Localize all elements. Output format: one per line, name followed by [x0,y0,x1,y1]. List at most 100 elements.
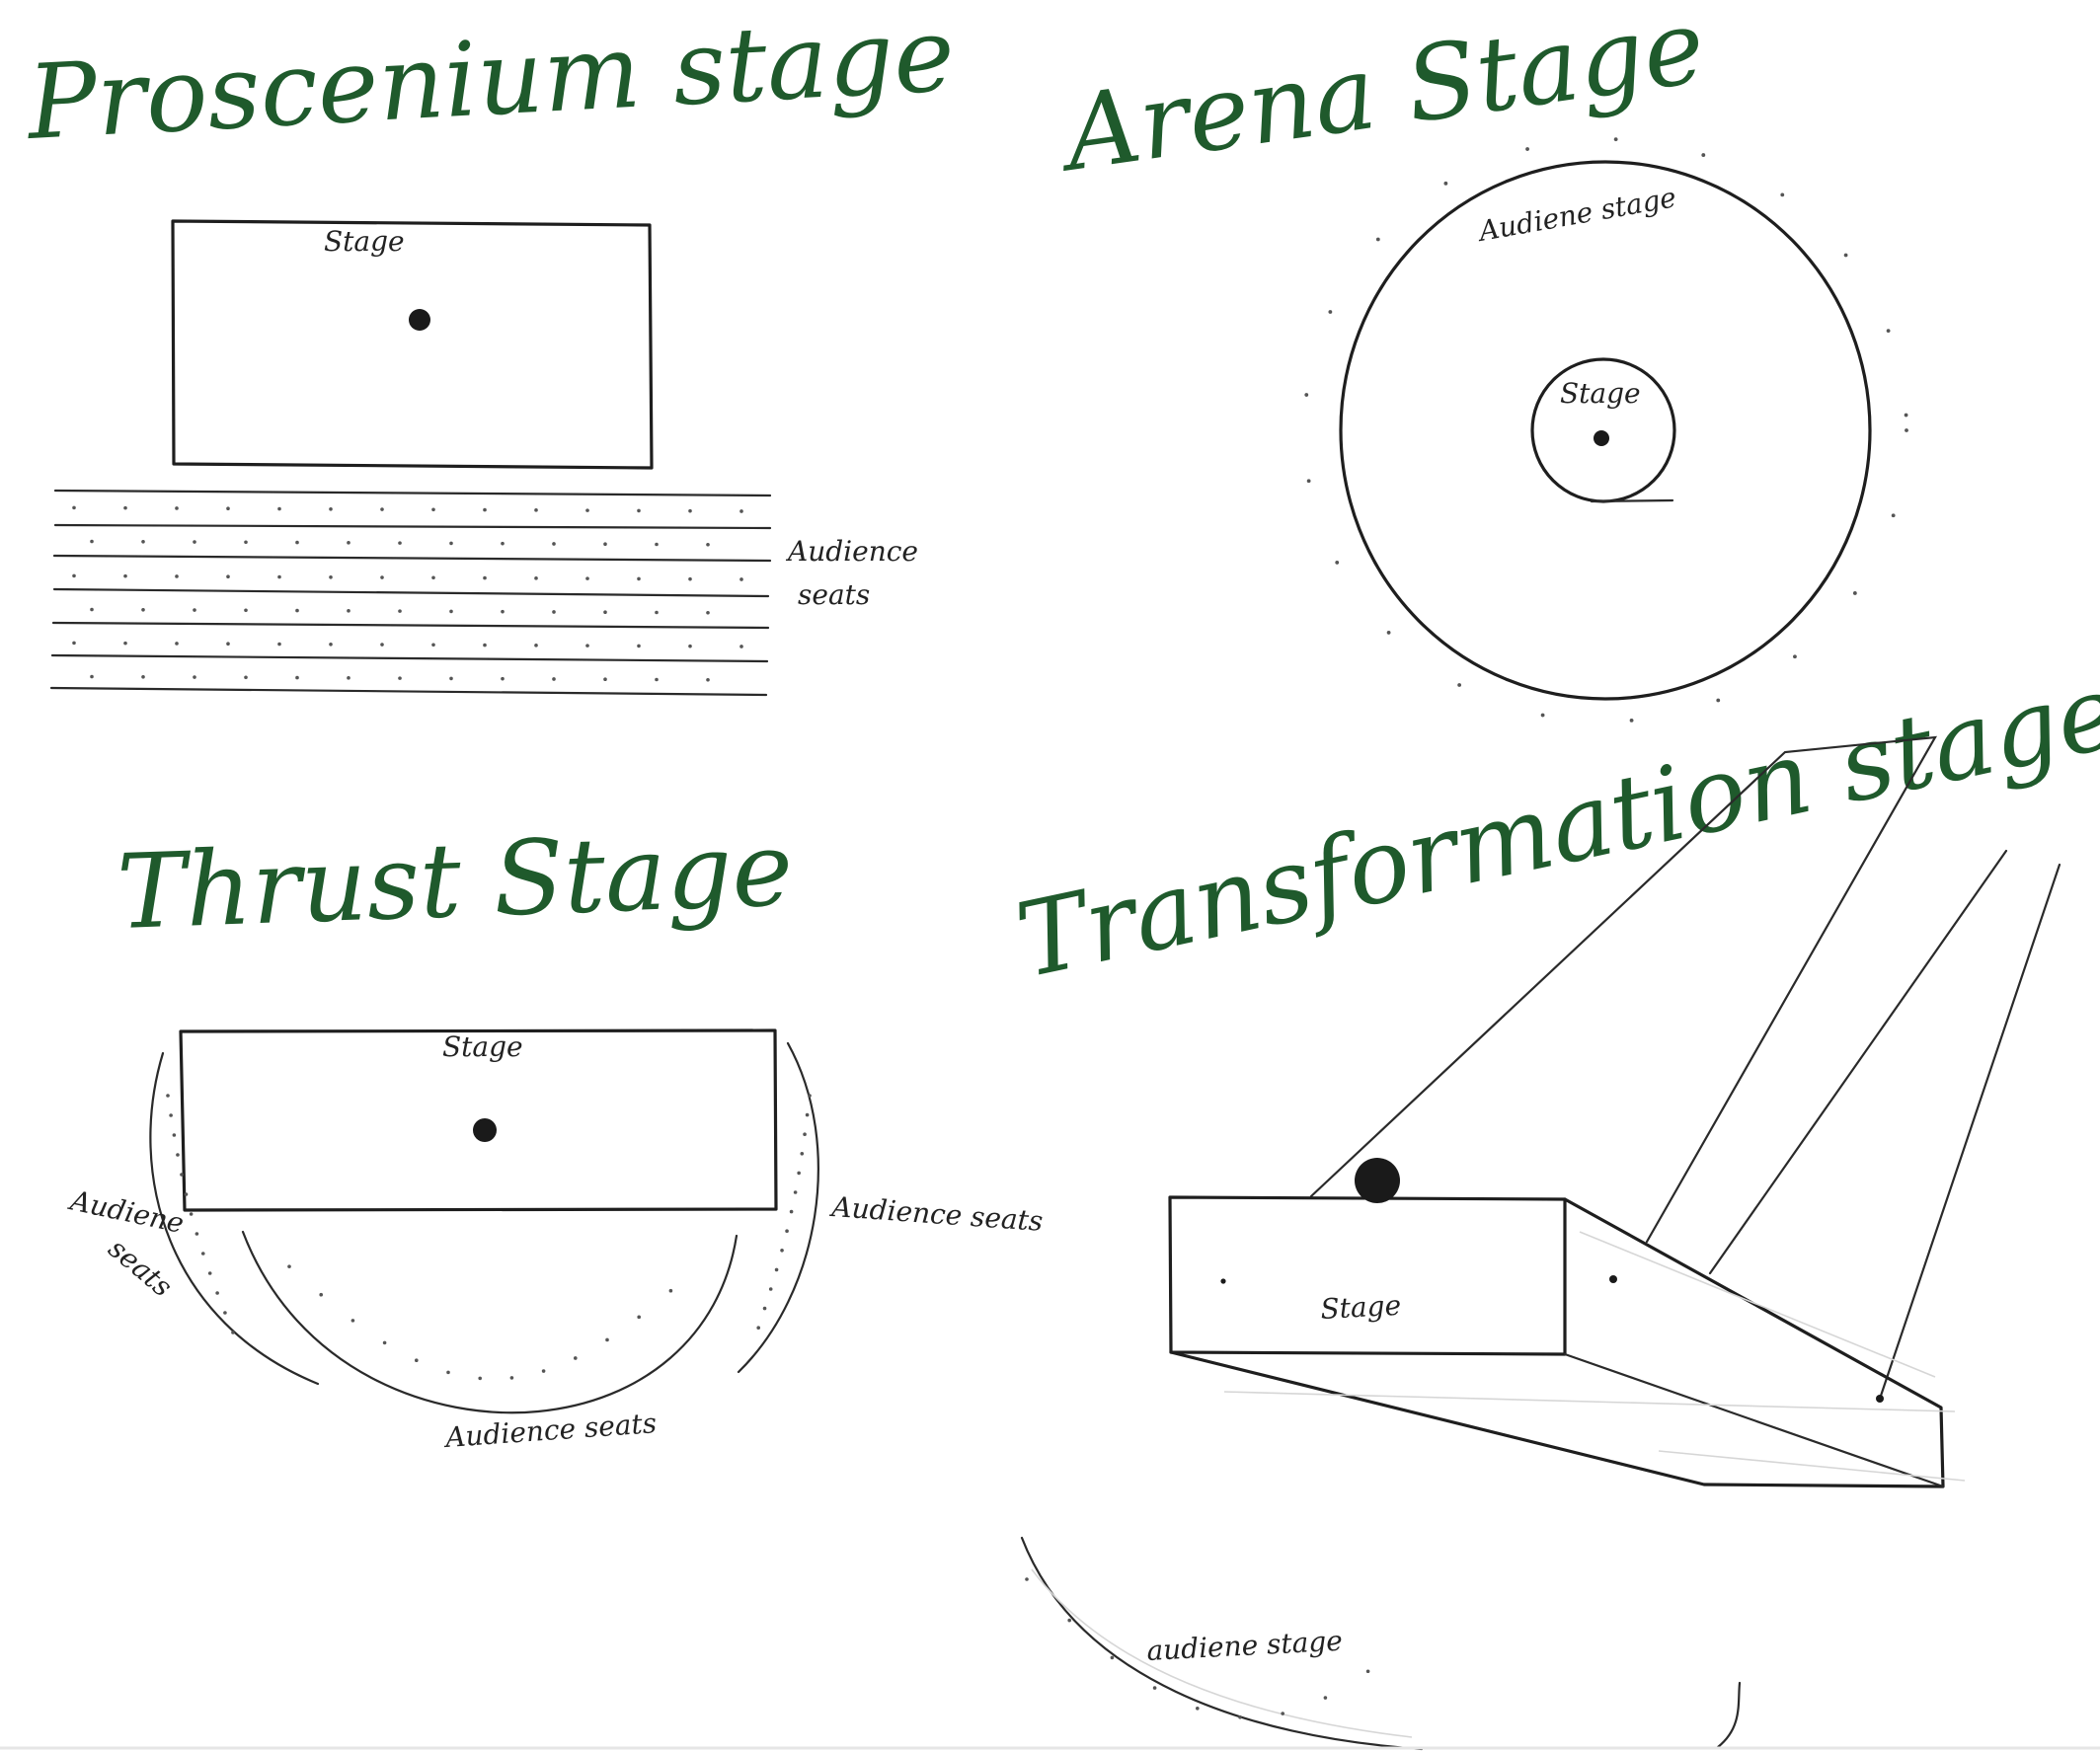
seat-dot [380,507,384,511]
proscenium-stage-label: Stage [324,225,405,258]
seat-dot [189,1212,194,1216]
arena-outer-label: Audiene stage [1474,181,1679,248]
seat-dot [483,507,487,512]
arena-stage-label: Stage [1560,377,1641,410]
seat-dot [223,1311,227,1315]
seat-dot [605,1337,609,1342]
seat-dot [585,644,589,647]
seat-dot [501,676,505,681]
seat-dot [1793,654,1797,659]
seat-dot [277,574,281,579]
seat-dot [277,506,281,511]
seat-dot [805,1112,810,1117]
seat-dot [398,541,402,545]
arena-title: Arena Stage [1050,0,1712,195]
seat-dot [1152,1686,1157,1690]
transformation-support-line-1 [1708,849,2008,1275]
seat-dot [1335,561,1340,565]
proscenium-seat-rows [49,489,772,697]
seat-dot [1891,513,1896,518]
seat-dot [541,1369,546,1373]
transformation-stage-mark [1220,1278,1226,1284]
seat-dot [501,609,505,614]
seat-dot [123,641,127,646]
seat-dot [534,644,538,647]
seat-dot [184,1192,189,1196]
transformation-audience-arc-end [1716,1681,1742,1749]
proscenium-diagram: Proscenium stage Stage Audience seats [23,0,958,697]
seat-dot [1716,698,1721,703]
seat-dot [166,1094,170,1098]
seat-dot [1323,1696,1328,1700]
seat-dot [141,539,145,544]
seat-dot [668,1288,673,1293]
seat-dot [534,508,538,512]
seat-dot [1306,479,1311,484]
seat-dot [1067,1618,1071,1623]
seat-dot [431,643,435,647]
seat-dot [774,1267,779,1272]
seat-dot [90,607,94,612]
seat-dot [123,573,127,578]
seat-dot [1629,718,1634,723]
seat-dot [1843,253,1848,258]
seat-dot [194,1232,199,1236]
seat-dot [169,1113,173,1117]
seat-dot [552,542,556,546]
seat-dot [1025,1577,1029,1581]
seat-dot [789,1209,794,1214]
seat-dot [1443,181,1448,186]
seat-dot [287,1264,291,1268]
proscenium-seat-dots [72,505,743,682]
thrust-front-seat-arc [241,1230,739,1414]
seat-dot [123,505,127,510]
seat-dot [180,1173,184,1177]
arena-diagram: Arena Stage Audiene stage Stage [1050,0,1908,723]
transformation-bottom-label: audiene stage [1146,1625,1344,1667]
seat-dot [1238,1714,1242,1719]
seat-dot [207,1271,212,1275]
seat-dot [603,542,607,547]
seat-dot [1457,683,1462,687]
seat-dot [200,1252,205,1256]
seat-dot [706,677,710,682]
seat-dot [768,1287,773,1291]
proscenium-seats-label-line2: seats [798,578,870,611]
thrust-stage-rect [179,1028,778,1212]
seat-dot [449,541,453,546]
seat-dot [688,644,692,648]
seat-dot [552,677,556,681]
seat-dot [226,642,230,647]
seat-dot [446,1370,450,1375]
seat-dot [808,1094,812,1098]
seat-dot [141,674,145,679]
seat-dot [534,576,538,580]
thrust-performer-dot [473,1118,497,1142]
proscenium-stage-rect [171,219,654,470]
seat-dot [637,576,641,581]
seat-dot [585,576,589,580]
seat-dot [175,642,179,646]
arena-seat-dots [1304,137,1908,723]
seat-dot [244,675,248,680]
seat-dot [226,506,230,511]
transformation-upper-platform [1309,735,1938,1244]
transformation-seat-dots [1025,1577,1370,1719]
seat-dot [739,509,743,513]
seat-dot [1525,147,1529,151]
proscenium-performer-dot [409,309,430,331]
seat-dot [739,645,743,648]
seat-dot [329,574,333,579]
seat-dot [90,539,94,544]
seat-dot [800,1152,805,1156]
seat-dot [72,641,76,646]
transformation-stage-box [1168,1195,1567,1356]
seat-dot [319,1292,324,1297]
seat-dot [803,1132,807,1136]
seat-dot [739,577,743,581]
arena-performer-dot [1594,430,1609,446]
arena-audience-circle [1339,160,1872,701]
seat-dot [193,540,196,544]
transformation-extension-edge [1563,1352,1945,1488]
transformation-audience-arc-sketch [1031,1568,1413,1738]
